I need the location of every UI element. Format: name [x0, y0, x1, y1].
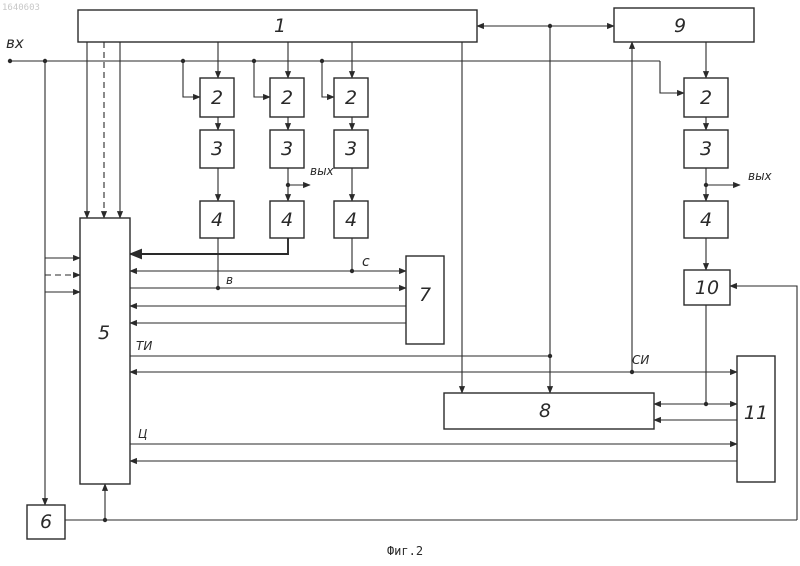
block-4b-label: 4 — [281, 209, 293, 231]
block-6-label: 6 — [40, 511, 52, 533]
signal-b-label: в — [226, 273, 233, 287]
figure-caption: Фиг.2 — [387, 544, 423, 558]
signal-si-label: СИ — [632, 353, 649, 367]
block-2a: 2 — [200, 78, 234, 117]
block-5-label: 5 — [98, 322, 110, 344]
block-8: 8 — [444, 393, 654, 429]
input-label: вх — [6, 34, 24, 52]
block-11-label: 11 — [744, 402, 768, 424]
block-7: 7 — [406, 256, 444, 344]
block-10-label: 10 — [695, 277, 719, 299]
block-2b: 2 — [270, 78, 304, 117]
block-4a: 4 — [200, 201, 234, 238]
block-4d: 4 — [684, 201, 728, 238]
block-3a-label: 3 — [211, 138, 223, 160]
block-4d-label: 4 — [700, 209, 712, 231]
block-3a: 3 — [200, 130, 234, 168]
signal-ti-label: ТИ — [136, 339, 152, 353]
block-2a-label: 2 — [211, 87, 223, 109]
block-3d-label: 3 — [700, 138, 712, 160]
output-label-mid: вых — [310, 164, 335, 178]
block-2b-label: 2 — [281, 87, 293, 109]
block-1-label: 1 — [274, 15, 286, 37]
block-3c-label: 3 — [345, 138, 357, 160]
document-id: 1640603 — [2, 3, 40, 13]
block-4a-label: 4 — [211, 209, 223, 231]
block-2c-label: 2 — [345, 87, 357, 109]
block-3b-label: 3 — [281, 138, 293, 160]
block-3d: 3 — [684, 130, 728, 168]
block-4b: 4 — [270, 201, 304, 238]
signal-c-label: с — [362, 254, 370, 270]
block-9-label: 9 — [674, 15, 686, 37]
block-2d-label: 2 — [700, 87, 712, 109]
block-10: 10 — [684, 270, 730, 305]
block-1: 1 — [78, 10, 477, 42]
block-7-label: 7 — [419, 284, 431, 306]
block-4c-label: 4 — [345, 209, 357, 231]
block-5: 5 — [80, 218, 130, 484]
block-2d: 2 — [684, 78, 728, 117]
block-6: 6 — [27, 505, 65, 539]
output-label-right: вых — [748, 169, 773, 183]
block-4c: 4 — [334, 201, 368, 238]
block-8-label: 8 — [539, 400, 551, 422]
block-11: 11 — [737, 356, 775, 482]
block-9: 9 — [614, 8, 754, 42]
block-3c: 3 — [334, 130, 368, 168]
block-2c: 2 — [334, 78, 368, 117]
signal-ts-label: Ц — [138, 427, 147, 441]
block-3b: 3 — [270, 130, 304, 168]
